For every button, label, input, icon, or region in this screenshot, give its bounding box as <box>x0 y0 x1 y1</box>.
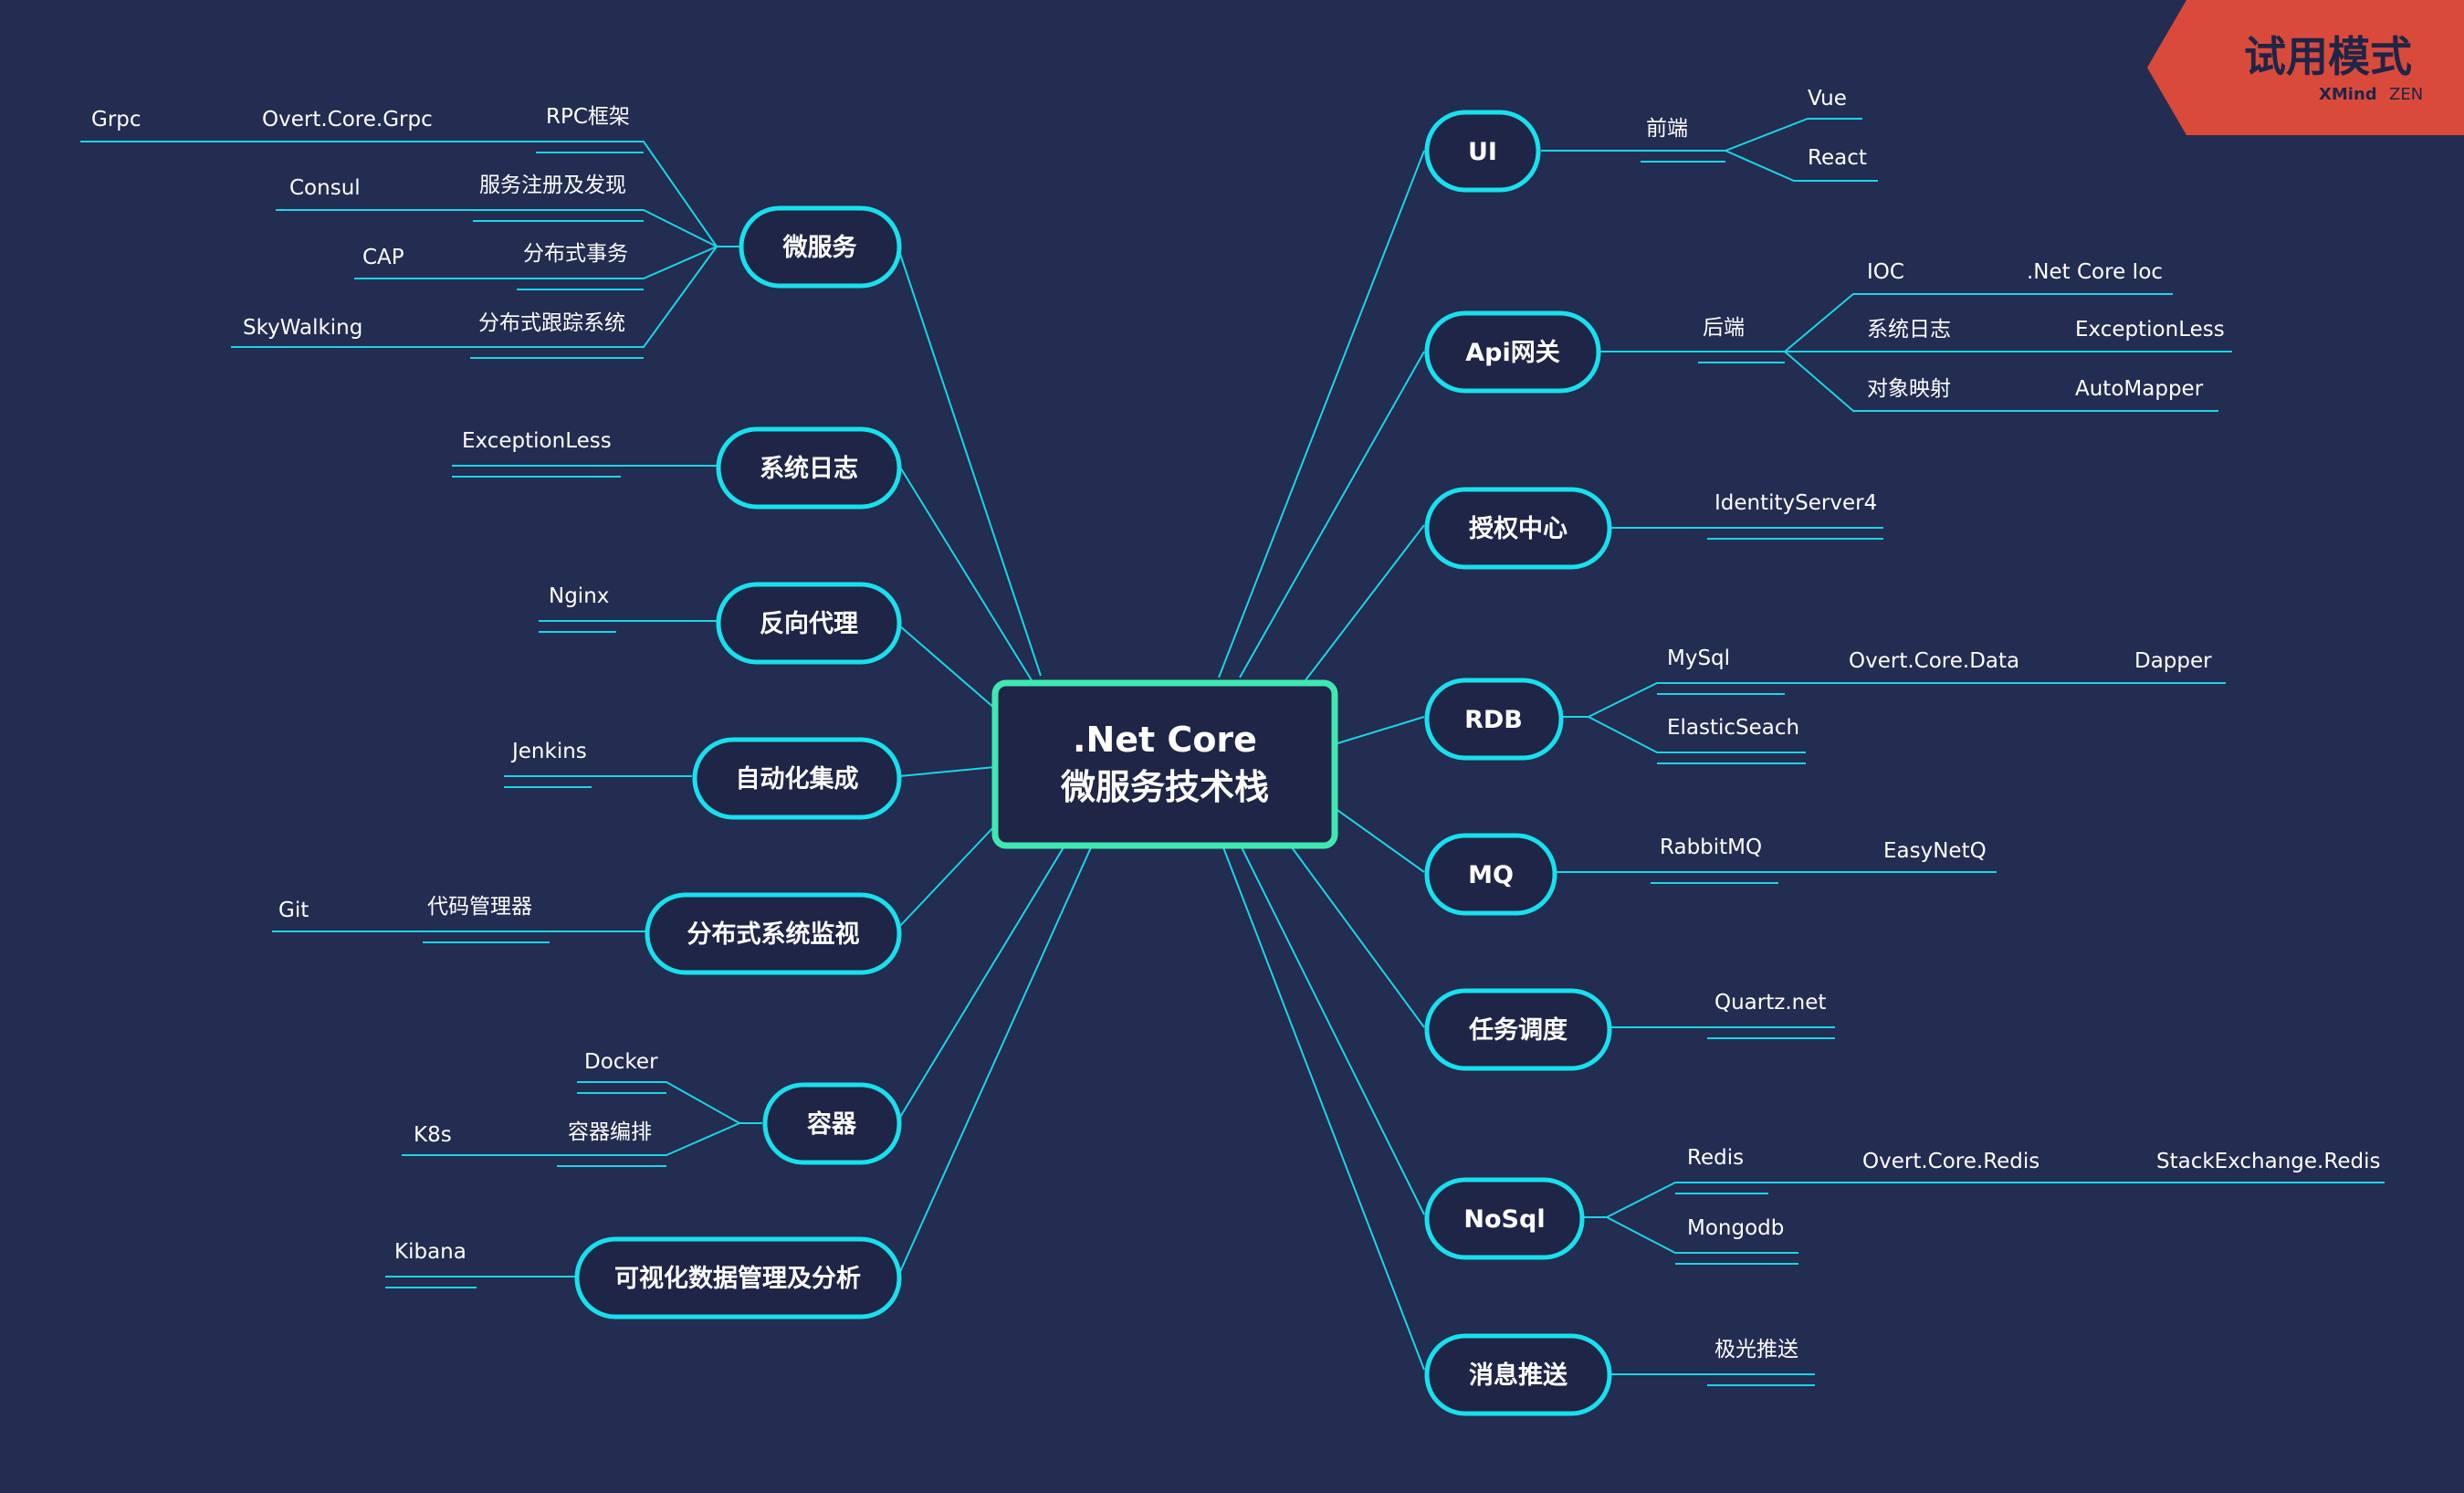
svg-text:分布式系统监视: 分布式系统监视 <box>687 920 860 949</box>
trial-mode-title: 试用模式 <box>2244 32 2412 81</box>
leaf-distributed-tx[interactable]: 分布式事务 <box>523 242 628 266</box>
leaf-kibana[interactable]: Kibana <box>394 1240 467 1264</box>
leaf-mongodb[interactable]: Mongodb <box>1687 1216 1784 1240</box>
leaf-overt-redis[interactable]: Overt.Core.Redis <box>1862 1150 2039 1173</box>
leaf-jpush[interactable]: 极光推送 <box>1714 1338 1798 1362</box>
leaf-rpc[interactable]: RPC框架 <box>546 105 630 129</box>
node-message-push[interactable]: 消息推送 <box>1424 1333 1612 1416</box>
leaf-dapper[interactable]: Dapper <box>2134 649 2212 673</box>
svg-text:消息推送: 消息推送 <box>1469 1361 1568 1390</box>
node-visual-data[interactable]: 可视化数据管理及分析 <box>574 1236 902 1320</box>
leaf-backend[interactable]: 后端 <box>1703 316 1745 340</box>
svg-text:可视化数据管理及分析: 可视化数据管理及分析 <box>614 1265 861 1293</box>
leaf-easynetq[interactable]: EasyNetQ <box>1883 839 1987 863</box>
leaf-jenkins[interactable]: Jenkins <box>510 740 587 763</box>
node-mq[interactable]: MQ <box>1424 833 1557 916</box>
leaf-elasticsearch[interactable]: ElasticSeach <box>1667 716 1799 740</box>
leaf-code-manager[interactable]: 代码管理器 <box>427 895 532 919</box>
center-node[interactable]: .Net Core 微服务技术栈 <box>991 679 1338 849</box>
leaf-git[interactable]: Git <box>278 899 309 922</box>
connectors <box>80 118 2385 1375</box>
leaf-tracing[interactable]: 分布式跟踪系统 <box>478 311 625 335</box>
leaf-grpc[interactable]: Grpc <box>91 108 142 131</box>
svg-text:授权中心: 授权中心 <box>1469 515 1568 543</box>
node-system-log[interactable]: 系统日志 <box>716 426 902 510</box>
leaf-vue[interactable]: Vue <box>1808 87 1847 110</box>
leaf-redis[interactable]: Redis <box>1687 1146 1744 1170</box>
leaf-object-mapping[interactable]: 对象映射 <box>1867 377 1951 401</box>
right-leaves: 前端 Vue React 后端 IOC .Net Core Ioc 系统日志 E… <box>1646 87 2380 1362</box>
svg-text:自动化集成: 自动化集成 <box>736 764 859 794</box>
node-nosql[interactable]: NoSql <box>1424 1177 1585 1260</box>
leaf-nginx[interactable]: Nginx <box>549 584 609 608</box>
node-rdb[interactable]: RDB <box>1424 678 1564 761</box>
svg-text:任务调度: 任务调度 <box>1468 1015 1568 1045</box>
node-api-gateway[interactable]: Api网关 <box>1424 310 1601 394</box>
leaf-stackexchange-redis[interactable]: StackExchange.Redis <box>2156 1150 2380 1173</box>
node-ui[interactable]: UI <box>1424 110 1541 193</box>
leaf-docker[interactable]: Docker <box>584 1050 658 1074</box>
svg-text:反向代理: 反向代理 <box>760 609 858 638</box>
leaf-exceptionless[interactable]: ExceptionLess <box>462 429 612 453</box>
xmind-logo-text: XMind <box>2319 85 2377 104</box>
node-auth-center[interactable]: 授权中心 <box>1424 487 1612 570</box>
leaf-overt-grpc[interactable]: Overt.Core.Grpc <box>262 108 433 131</box>
leaf-net-core-ioc[interactable]: .Net Core Ioc <box>2027 260 2163 284</box>
node-container[interactable]: 容器 <box>762 1082 902 1165</box>
leaf-identityserver[interactable]: IdentityServer4 <box>1714 491 1877 515</box>
center-subtitle: 微服务技术栈 <box>1060 767 1269 807</box>
leaf-rabbitmq[interactable]: RabbitMQ <box>1660 836 1762 859</box>
label-underlines <box>385 152 1883 1386</box>
svg-text:NoSql: NoSql <box>1463 1205 1545 1234</box>
leaf-system-log-r[interactable]: 系统日志 <box>1867 318 1951 342</box>
leaf-cap[interactable]: CAP <box>362 246 404 269</box>
node-reverse-proxy[interactable]: 反向代理 <box>716 582 902 665</box>
svg-text:UI: UI <box>1468 138 1497 166</box>
leaf-consul[interactable]: Consul <box>289 176 361 200</box>
leaf-quartz[interactable]: Quartz.net <box>1714 991 1826 1015</box>
leaf-exceptionless-r[interactable]: ExceptionLess <box>2075 318 2225 342</box>
node-task-scheduling[interactable]: 任务调度 <box>1424 988 1612 1071</box>
leaf-mysql[interactable]: MySql <box>1667 647 1730 670</box>
zen-logo-text: ZEN <box>2389 85 2423 104</box>
svg-text:系统日志: 系统日志 <box>760 454 858 483</box>
leaf-automapper[interactable]: AutoMapper <box>2075 377 2204 401</box>
svg-text:微服务: 微服务 <box>782 234 857 262</box>
node-microservice[interactable]: 微服务 <box>739 205 902 289</box>
center-title: .Net Core <box>1073 720 1257 760</box>
leaf-k8s[interactable]: K8s <box>414 1123 452 1147</box>
leaf-ioc[interactable]: IOC <box>1867 260 1904 284</box>
svg-text:MQ: MQ <box>1468 861 1514 889</box>
leaf-service-discovery[interactable]: 服务注册及发现 <box>479 173 626 197</box>
leaf-react[interactable]: React <box>1808 146 1867 170</box>
leaf-overt-data[interactable]: Overt.Core.Data <box>1849 649 2019 673</box>
leaf-skywalking[interactable]: SkyWalking <box>243 316 362 340</box>
left-leaves: RPC框架 Overt.Core.Grpc Grpc 服务注册及发现 Consu… <box>91 105 658 1264</box>
svg-text:容器: 容器 <box>807 1109 857 1139</box>
svg-text:Api网关: Api网关 <box>1465 339 1559 367</box>
node-distributed-monitor[interactable]: 分布式系统监视 <box>645 892 902 975</box>
trial-mode-badge[interactable]: 试用模式 XMind ZEN <box>2147 0 2464 135</box>
node-auto-integration[interactable]: 自动化集成 <box>692 737 902 820</box>
leaf-frontend[interactable]: 前端 <box>1646 117 1688 141</box>
leaf-orchestration[interactable]: 容器编排 <box>568 1120 652 1144</box>
svg-text:RDB: RDB <box>1464 706 1523 734</box>
